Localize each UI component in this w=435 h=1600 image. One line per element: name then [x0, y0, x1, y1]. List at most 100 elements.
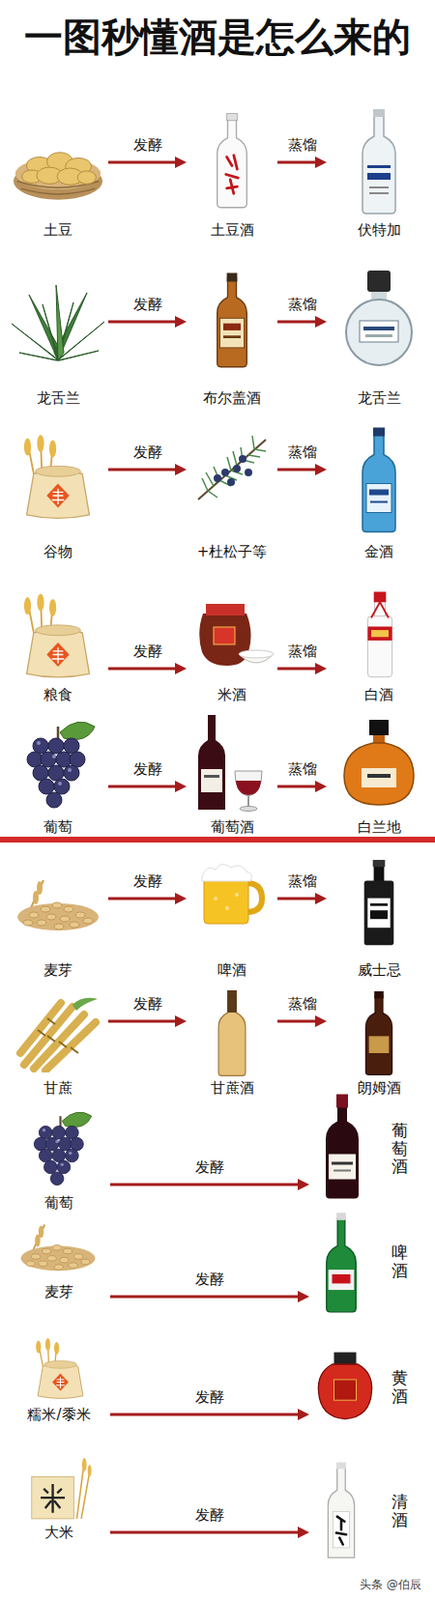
malt-picture [21, 1225, 96, 1273]
item-caption: 啤酒 [217, 960, 247, 981]
arrow-head [315, 663, 327, 675]
step-label: 蒸馏 [286, 442, 319, 463]
arrow-head [315, 893, 327, 905]
process-item: 米酒 [188, 589, 276, 705]
arrow-head [297, 1527, 310, 1539]
arrow-head [315, 781, 327, 793]
item-caption: 甘蔗酒 [210, 1078, 255, 1099]
process-item: 朗姆酒 [328, 990, 430, 1099]
sugarcane-picture [20, 998, 98, 1072]
item-caption: 糯米/黍米 [27, 1405, 90, 1425]
arrow-line [277, 161, 318, 165]
step-label: 蒸馏 [286, 994, 319, 1015]
item-caption: 甘蔗 [43, 1078, 73, 1099]
process-item: 伏特加 [328, 108, 430, 240]
grain-picture [35, 1338, 84, 1399]
process-item: 甘蔗 [9, 990, 107, 1099]
process-arrow [108, 316, 187, 328]
arrow-head [174, 464, 187, 476]
arrow-head [297, 1179, 310, 1191]
process-item: 谷物 [9, 425, 107, 562]
product-item: 清酒 [311, 1459, 416, 1565]
process-arrow [108, 663, 187, 675]
sake-picture [327, 1463, 354, 1560]
step-label: 发酵 [193, 1388, 227, 1408]
process-item: 葡萄酒 [188, 713, 276, 838]
process-item: 白兰地 [328, 713, 430, 838]
jar-picture [199, 604, 274, 667]
step-label: 发酵 [131, 135, 165, 155]
process-arrow [277, 1015, 327, 1028]
arrow-head [297, 1409, 310, 1421]
product-item: 啤酒 [311, 1208, 416, 1317]
process-arrow [277, 663, 327, 675]
process-item: 布尔盖酒 [188, 261, 276, 408]
item-caption: +杜松子等 [197, 542, 268, 562]
step-label: 蒸馏 [286, 641, 319, 662]
process-item: 白酒 [328, 589, 430, 705]
process-item: 威士忌 [328, 855, 430, 981]
process-arrow [108, 464, 187, 476]
item-caption: 金酒 [364, 542, 394, 562]
arrow-line [108, 468, 177, 472]
baijiu-picture [367, 592, 392, 678]
grape-picture [27, 722, 95, 809]
arrow-line [110, 1296, 300, 1300]
item-caption: 大米 [44, 1523, 74, 1543]
step-label: 蒸馏 [286, 871, 319, 892]
step-label: 发酵 [131, 871, 165, 892]
watermark: 头条 @伯辰 [359, 1577, 422, 1594]
arrow-line [277, 898, 318, 901]
vodka-picture [362, 109, 396, 214]
item-caption: 朗姆酒 [357, 1078, 402, 1099]
process-item: 土豆 [9, 108, 107, 240]
arrow-line [108, 785, 177, 789]
process-arrow [108, 156, 187, 169]
step-label: 蒸馏 [286, 135, 319, 155]
item-caption: 黄酒 [391, 1369, 408, 1406]
arrow-line [110, 1184, 300, 1188]
process-item: 葡萄 [9, 1106, 109, 1214]
step-label: 发酵 [131, 442, 165, 463]
item-caption: 葡萄 [43, 817, 73, 838]
item-caption: 伏特加 [357, 220, 402, 240]
item-caption: 葡萄 [44, 1193, 74, 1214]
item-caption: 葡萄酒 [210, 817, 255, 838]
beer-picture [326, 1213, 356, 1313]
arrow-line [108, 898, 177, 901]
process-item: 金酒 [328, 425, 430, 562]
juniper-picture [198, 435, 266, 500]
process-item: 麦芽 [9, 1213, 109, 1303]
item-caption: 粮食 [43, 685, 73, 705]
wine-picture [325, 1095, 359, 1200]
process-arrow [277, 781, 327, 793]
step-label: 发酵 [193, 1158, 227, 1178]
step-label: 蒸馏 [286, 759, 319, 780]
item-caption: 布尔盖酒 [203, 388, 261, 408]
beer-picture [202, 864, 262, 925]
item-caption: 葡萄酒 [391, 1122, 408, 1177]
bottle-picture [218, 990, 246, 1076]
step-label: 发酵 [131, 641, 165, 662]
bottle-picture [217, 273, 248, 368]
item-caption: 龙舌兰 [36, 388, 81, 408]
arrow-head [174, 316, 187, 328]
arrow-line [277, 320, 318, 324]
title: 一图秒懂酒是怎么来的 [0, 11, 435, 62]
grape-picture [33, 1112, 92, 1186]
process-arrow [110, 1409, 310, 1421]
process-item: 糯米/黍米 [9, 1334, 109, 1425]
arrow-line [108, 320, 177, 324]
item-caption: 清酒 [391, 1493, 408, 1530]
step-label: 发酵 [131, 294, 165, 315]
step-label: 发酵 [131, 994, 165, 1015]
arrow-head [174, 156, 187, 169]
arrow-line [108, 667, 177, 671]
arrow-line [108, 161, 177, 165]
rum-picture [365, 991, 392, 1075]
brandy-picture [344, 720, 414, 806]
item-caption: 白酒 [364, 685, 394, 705]
